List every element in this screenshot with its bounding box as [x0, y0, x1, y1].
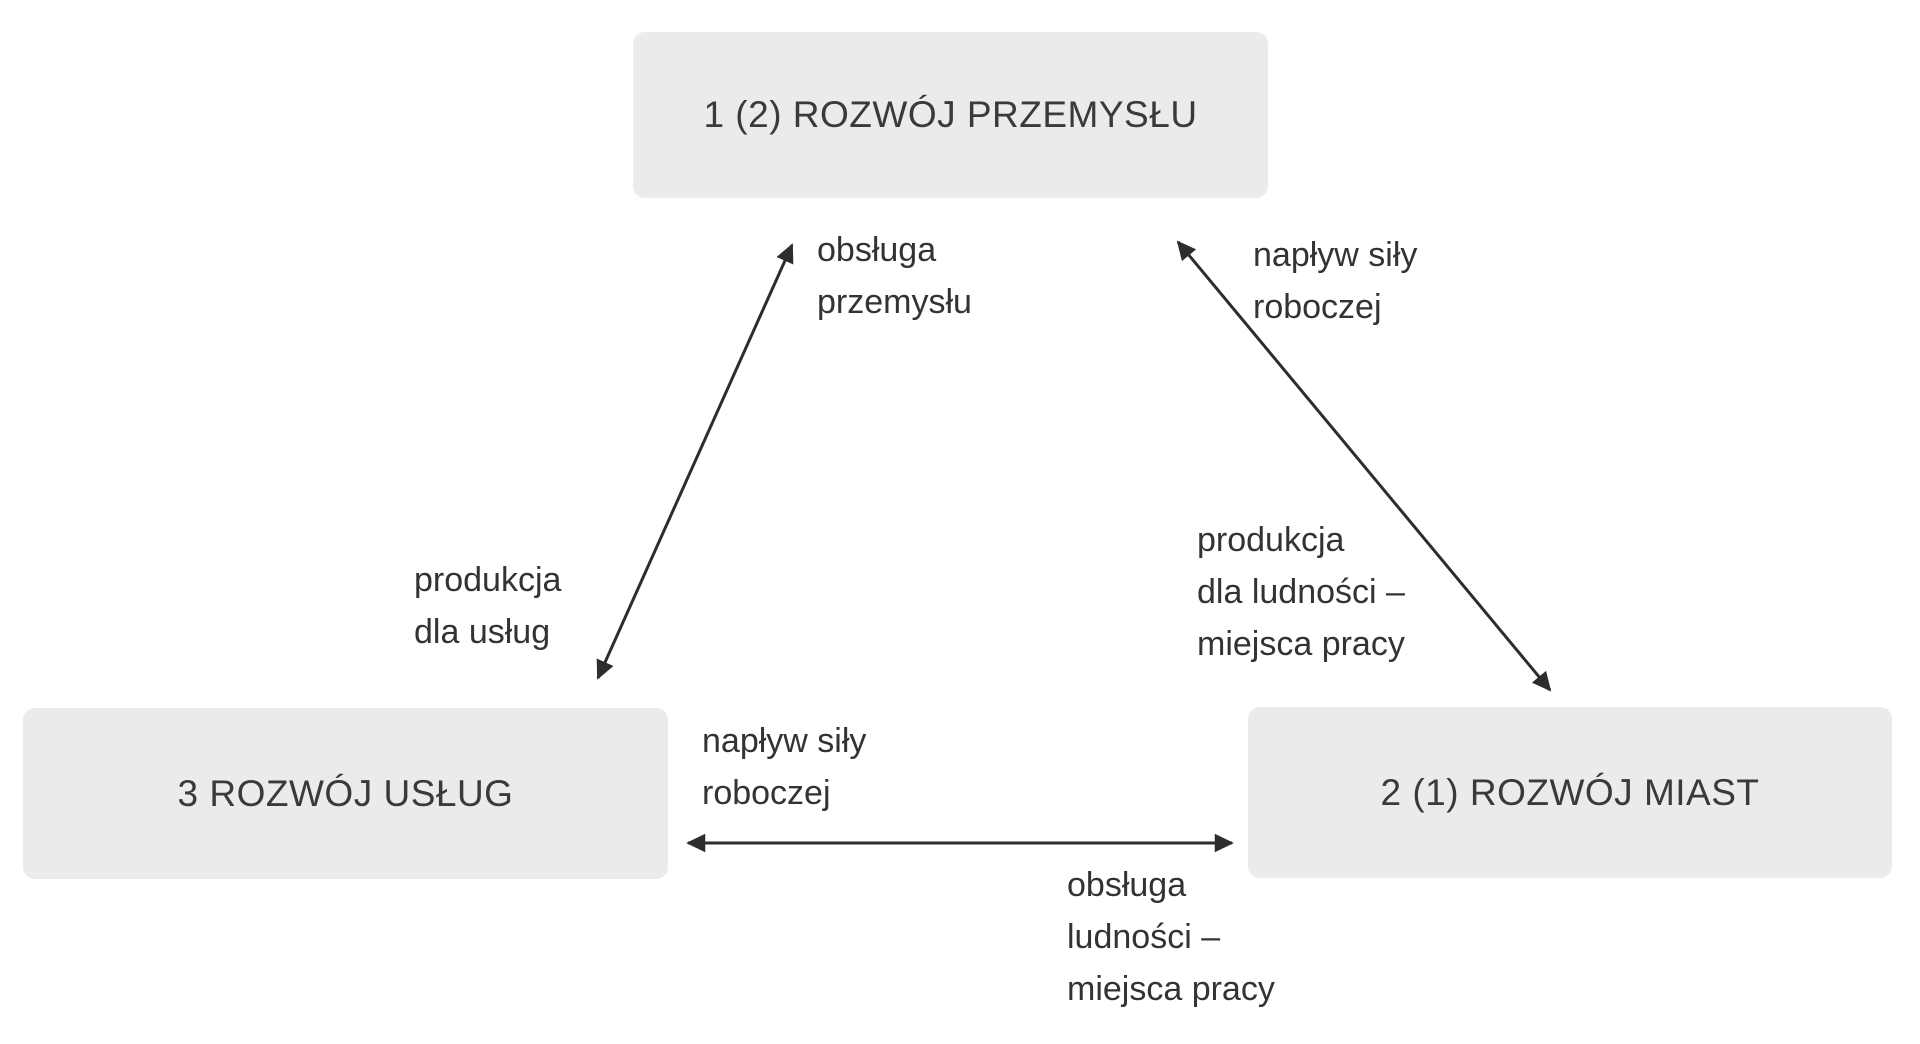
arrow-uslug-przemyslu — [596, 243, 794, 680]
node-rozwoj-miast-label: 2 (1) ROZWÓJ MIAST — [1380, 771, 1760, 813]
edge-label-obsluga-ludnosci: obsługa ludności – miejsca pracy — [1067, 866, 1275, 1008]
edge-label-produkcja-dla-uslug: produkcja dla usług — [414, 561, 562, 651]
edge-label-produkcja-dla-ludnosci: produkcja dla ludności – miejsca pracy — [1197, 521, 1405, 663]
node-rozwoj-przemyslu: 1 (2) ROZWÓJ PRZEMYSŁU — [633, 32, 1268, 198]
edge-label-naplyw-sily-roboczej-gora: napływ siły roboczej — [1253, 236, 1418, 326]
node-rozwoj-miast: 2 (1) ROZWÓJ MIAST — [1248, 707, 1892, 878]
node-rozwoj-uslug: 3 ROZWÓJ USŁUG — [23, 708, 668, 879]
node-rozwoj-przemyslu-label: 1 (2) ROZWÓJ PRZEMYSŁU — [703, 94, 1198, 135]
node-rozwoj-uslug-label: 3 ROZWÓJ USŁUG — [177, 772, 514, 814]
edge-label-naplyw-sily-roboczej-srodek: napływ siły roboczej — [702, 722, 867, 812]
edge-label-obsluga-przemyslu: obsługa przemysłu — [817, 231, 972, 321]
